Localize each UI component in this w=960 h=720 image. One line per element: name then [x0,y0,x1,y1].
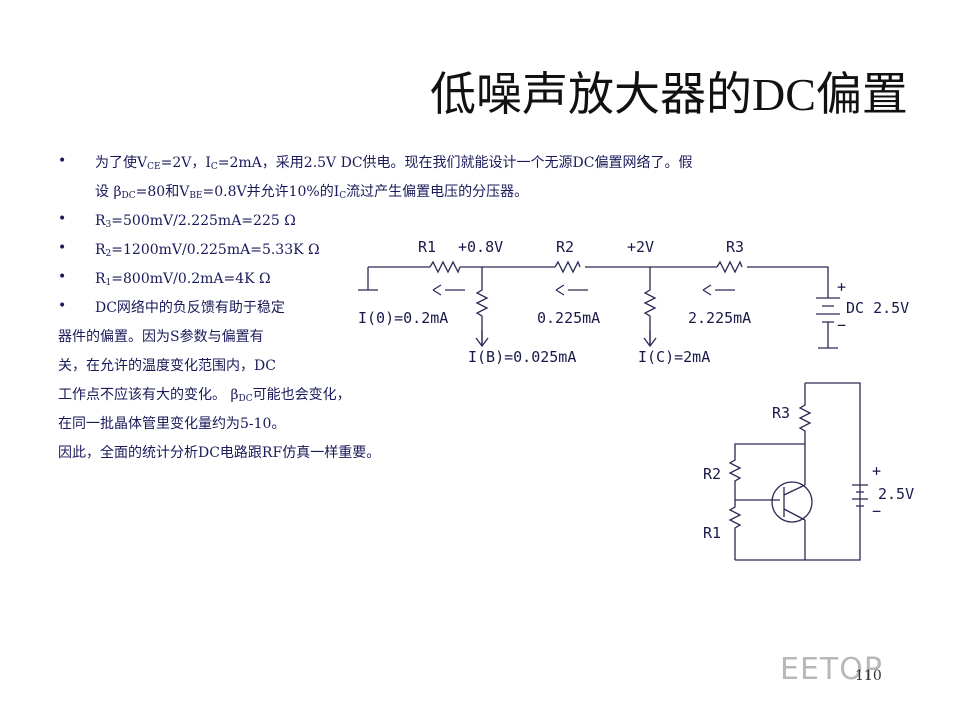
label-c2-minus: − [872,502,881,520]
bullet-3: R2=1200mV/0.225mA=5.33K Ω [95,242,320,259]
watermark: EETOP [780,652,883,687]
page-number: 110 [855,668,882,684]
label-i-right: 2.225mA [688,309,751,327]
bullet-5-line-3: 关，在允许的温度变化范围内，DC [58,358,276,374]
label-r1: R1 [418,238,436,256]
bullet-2: R3=500mV/2.225mA=225 Ω [95,213,296,230]
bullet-marker: • [58,269,67,285]
label-dc-supply: DC 2.5V [846,299,909,317]
bullet-1-line-2: 设 βDC=80和VBE=0.8V并允许10%的IC流过产生偏置电压的分压器。 [95,184,529,201]
resistor-r2-symbol [554,260,581,274]
resistor-r1-symbol [429,260,461,274]
label-i0: I(0)=0.2mA [358,309,448,327]
label-c2-r2: R2 [703,465,721,483]
resistor-r3-symbol [716,260,743,274]
label-v2: +2V [627,238,654,256]
bullet-5-line-6: 因此，全面的统计分析DC电路跟RF仿真一样重要。 [58,445,381,461]
bullet-marker: • [58,298,67,314]
label-ic: I(C)=2mA [638,348,710,366]
label-r3: R3 [726,238,744,256]
page-title: 低噪声放大器的DC偏置 [430,67,908,121]
label-ib: I(B)=0.025mA [468,348,576,366]
label-c2-voltage: 2.5V [878,485,914,503]
bullet-marker: • [58,153,67,169]
label-c2-plus: + [872,462,881,480]
bullet-4: R1=800mV/0.2mA=4K Ω [95,271,271,288]
label-i-mid: 0.225mA [537,309,600,327]
bullet-5-line-4: 工作点不应该有大的变化。 βDC可能也会变化， [58,387,351,404]
label-c2-r1: R1 [703,524,721,542]
bullet-5-line-5: 在同一批晶体管里变化量约为5-10。 [58,416,286,432]
label-minus: − [837,316,846,334]
label-c2-r3: R3 [772,404,790,422]
bullet-marker: • [58,240,67,256]
bullet-5-line-2: 器件的偏置。因为S参数与偏置有 [58,329,264,345]
bullet-1-line-1: 为了使VCE=2V，IC=2mA，采用2.5V DC供电。现在我们就能设计一个无… [95,155,693,172]
bullet-5-line-1: DC网络中的负反馈有助于稳定 [95,300,285,316]
label-v08: +0.8V [458,238,503,256]
label-plus: + [837,278,846,296]
bullet-marker: • [58,211,67,227]
label-r2: R2 [556,238,574,256]
